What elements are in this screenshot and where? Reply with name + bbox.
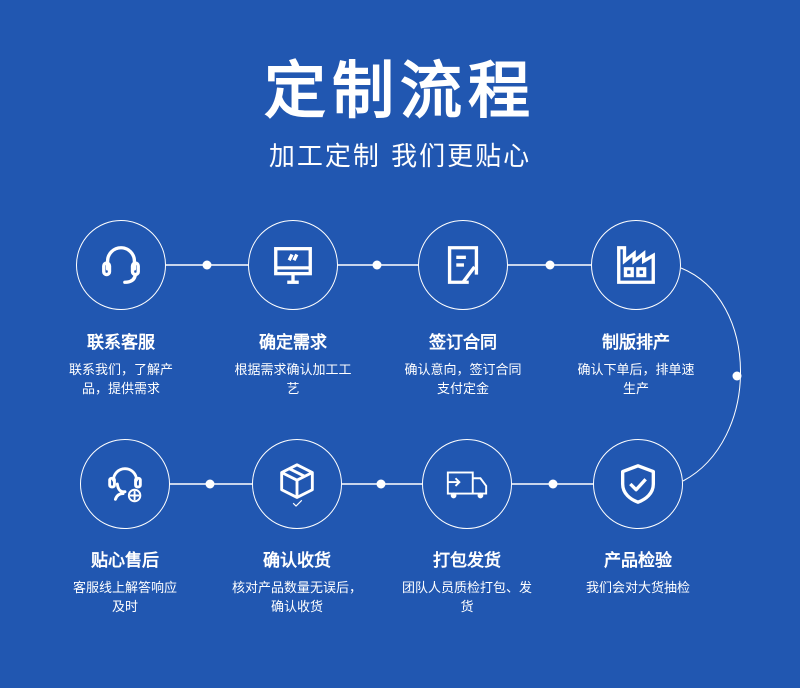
step-desc: 确认下单后，排单速生产 [577, 363, 695, 397]
step-desc: 确认意向，签订合同支付定金 [404, 363, 522, 397]
connector-curve [680, 267, 741, 482]
step-label: 制版排产 [602, 333, 670, 353]
package-icon [280, 463, 314, 507]
factory-icon [617, 246, 655, 284]
step-1-circle [76, 220, 166, 310]
connector-dot [205, 479, 215, 489]
connector-dot [548, 479, 558, 489]
step-desc: 联系我们，了解产品，提供需求 [68, 363, 173, 397]
step-desc: 团队人员质检打包、发货 [401, 581, 532, 615]
monitor-icon [274, 247, 312, 284]
step-desc: 根据需求确认加工工艺 [234, 363, 352, 397]
step-5-circle [593, 439, 683, 529]
connector-dot [732, 371, 742, 381]
step-label: 签订合同 [429, 333, 497, 353]
step-confirm-requirements: 确定需求 根据需求确认加工工艺 [218, 328, 368, 399]
step-4-circle [591, 220, 681, 310]
connector-dot [545, 260, 555, 270]
step-label: 确定需求 [259, 333, 327, 353]
step-contact-service: 联系客服 联系我们，了解产品，提供需求 [46, 328, 196, 399]
step-after-sales: 贴心售后 客服线上解答响应及时 [50, 546, 200, 617]
step-desc: 核对产品数量无误后，确认收货 [231, 581, 362, 615]
step-label: 贴心售后 [91, 551, 159, 571]
step-sign-contract: 签订合同 确认意向，签订合同支付定金 [388, 328, 538, 399]
connector-dot [376, 479, 386, 489]
step-6-circle [422, 439, 512, 529]
step-7-circle [252, 439, 342, 529]
shield-check-icon [620, 464, 656, 504]
page-title: 定制流程 [263, 54, 536, 127]
connector-dot [202, 260, 212, 270]
step-2-circle [248, 220, 338, 310]
truck-icon [446, 471, 488, 499]
step-label: 确认收货 [263, 551, 331, 571]
step-confirm-receipt: 确认收货 核对产品数量无误后，确认收货 [222, 546, 372, 617]
step-8-circle [80, 439, 170, 529]
support-agent-icon [108, 467, 142, 503]
step-label: 打包发货 [433, 551, 501, 571]
step-desc: 客服线上解答响应及时 [72, 581, 177, 615]
step-desc: 我们会对大货抽检 [585, 581, 690, 596]
step-plate-production: 制版排产 确认下单后，排单速生产 [561, 328, 711, 399]
step-label: 联系客服 [87, 333, 155, 353]
step-pack-ship: 打包发货 团队人员质检打包、发货 [392, 546, 542, 617]
step-label: 产品检验 [604, 551, 672, 571]
headset-icon [102, 246, 140, 284]
step-3-circle [418, 220, 508, 310]
connector-dot [372, 260, 382, 270]
page-subtitle: 加工定制 我们更贴心 [268, 142, 532, 172]
step-product-inspection: 产品检验 我们会对大货抽检 [563, 546, 713, 598]
contract-icon [447, 246, 479, 284]
